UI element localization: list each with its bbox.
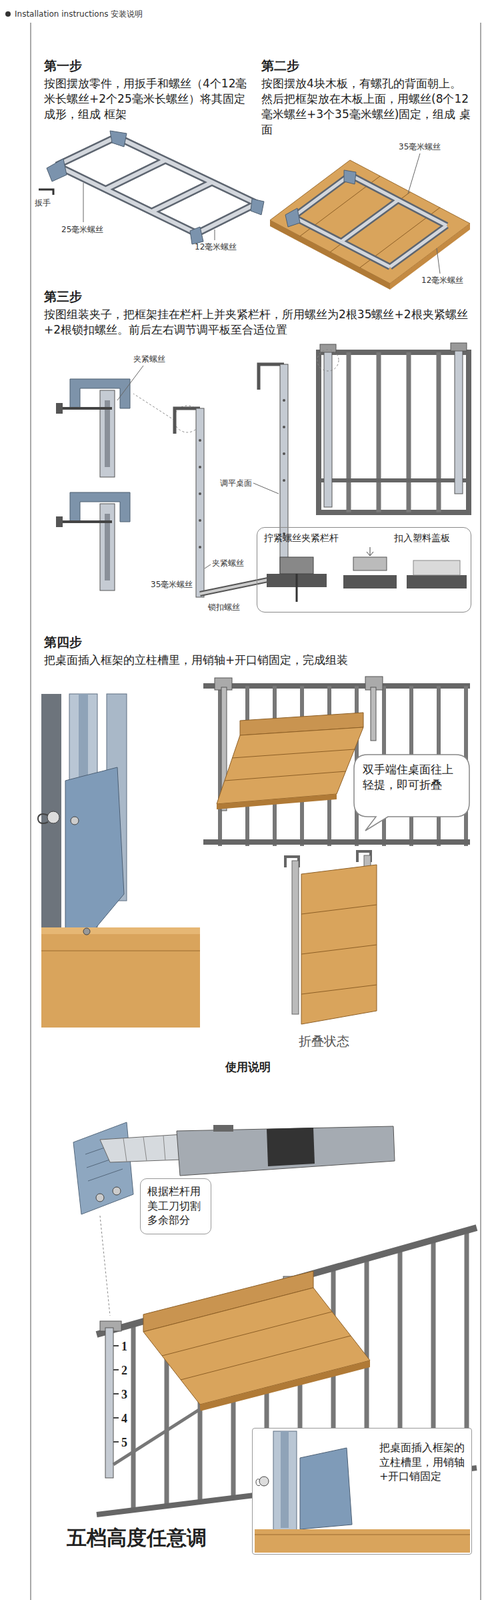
- height-number: 3: [121, 1385, 128, 1402]
- part-label: 35毫米螺丝: [398, 141, 441, 152]
- step-text: 把桌面插入框架的立柱槽里，用销轴+开口销固定，完成组装: [44, 652, 471, 668]
- hanging-frame: [174, 364, 288, 597]
- height-number: 1: [121, 1337, 128, 1354]
- table-on-railing: [203, 676, 470, 846]
- part-label: 锁扣螺丝: [208, 601, 240, 612]
- step-heading: 第二步: [261, 57, 300, 75]
- step-heading: 第一步: [44, 57, 82, 75]
- part-label: 12毫米螺丝: [194, 241, 237, 252]
- part-label: 12毫米螺丝: [421, 274, 464, 286]
- step-heading: 第三步: [44, 288, 82, 306]
- cutter-and-clamp: [73, 1121, 395, 1315]
- node-text: 把桌面插入框架的立柱槽里，用销轴+开口销固定: [379, 1439, 465, 1483]
- pin-closeup: [38, 693, 200, 1027]
- node-text: 扣入塑料盖板: [394, 531, 450, 544]
- step-text: 按图摆放零件，用扳手和螺丝（4个12毫米长螺丝+2个25毫米长螺丝）将其固定成形…: [44, 76, 251, 122]
- section-heading: 使用说明: [225, 1058, 271, 1074]
- page-frame: [5, 11, 481, 1599]
- callout-closeup: [252, 1427, 472, 1553]
- note-bubble: 根据栏杆用美工刀切割多余部分: [140, 1177, 212, 1234]
- state-label: 折叠状态: [298, 1032, 350, 1050]
- node-text: 根据栏杆用美工刀切割多余部分: [147, 1183, 205, 1227]
- feature-slogan: 五档高度任意调: [66, 1523, 207, 1551]
- node-text: 拧紧螺丝夹紧栏杆: [264, 531, 339, 544]
- clamp-detail: [56, 365, 201, 590]
- frame-assembly: [38, 130, 264, 244]
- height-number: 4: [121, 1409, 128, 1426]
- railing-with-frame: [317, 342, 469, 512]
- node-text: 双手端住桌面往上轻提，即可折叠: [362, 761, 463, 792]
- tabletop-assembly: [270, 153, 470, 290]
- step-text: 按图组装夹子，把框架挂在栏杆上并夹紧栏杆，所用螺丝为2根35螺丝+2根夹紧螺丝+…: [44, 306, 471, 338]
- page-title: Installation instructions 安装说明: [14, 8, 143, 20]
- callout-box: 把桌面插入框架的立柱槽里，用销轴+开口销固定: [252, 1426, 472, 1554]
- speech-bubble: 双手端住桌面往上轻提，即可折叠: [353, 753, 470, 817]
- inset-box: 拧紧螺丝夹紧栏杆 扣入塑料盖板: [256, 526, 472, 612]
- part-label: 35毫米螺丝: [150, 578, 193, 590]
- part-label: 调平桌面: [220, 477, 252, 488]
- step-heading: 第四步: [44, 633, 82, 651]
- height-number: 5: [121, 1433, 128, 1450]
- part-label: 扳手: [34, 197, 51, 208]
- height-number: 2: [121, 1361, 128, 1378]
- step-text: 按图摆放4块木板，有螺孔的背面朝上。然后把框架放在木板上面，用螺丝(8个12毫米…: [261, 76, 472, 138]
- inset-sketches: [266, 546, 467, 602]
- part-label: 25毫米螺丝: [61, 224, 104, 235]
- folded-table: [285, 850, 377, 1024]
- part-label: 夹紧螺丝: [212, 557, 244, 568]
- part-label: 夹紧螺丝: [133, 353, 166, 364]
